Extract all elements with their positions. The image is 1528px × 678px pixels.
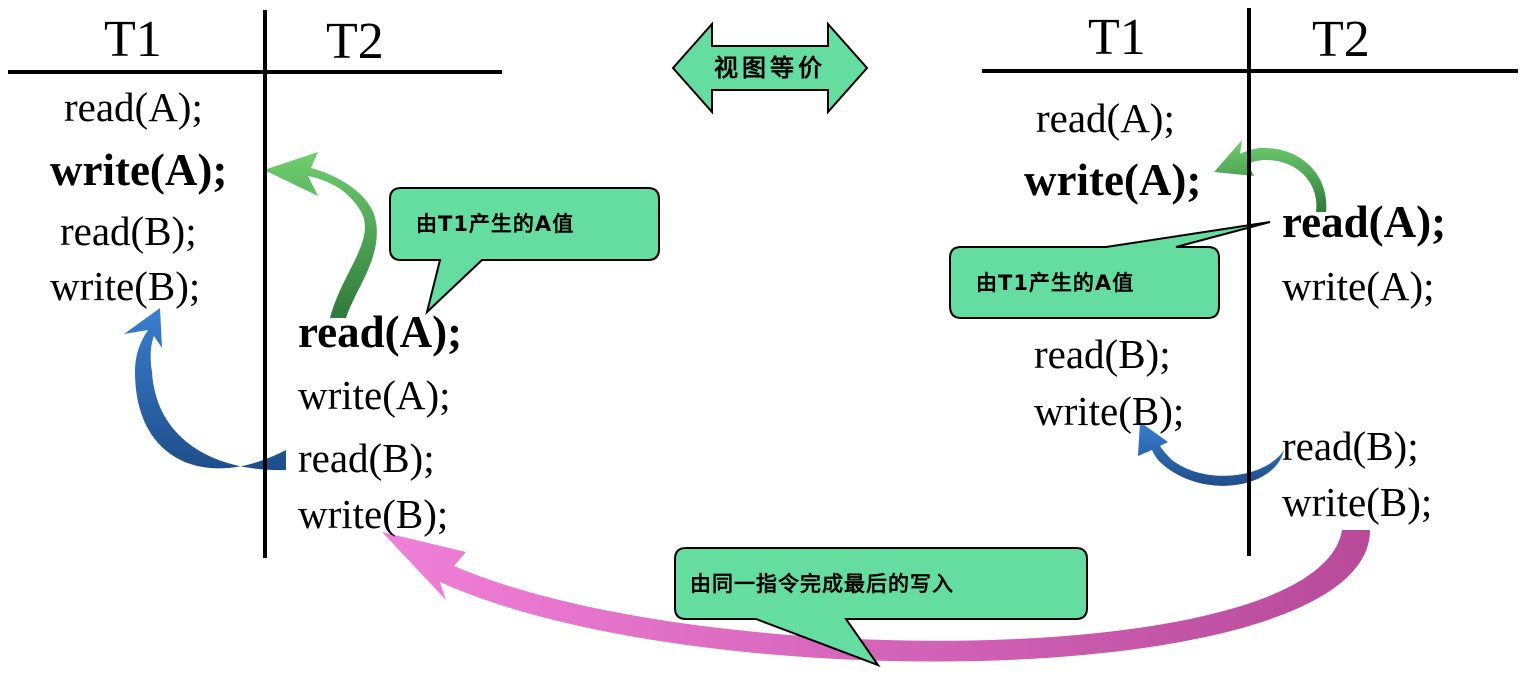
left-t1-op-read-b: read(B); bbox=[60, 208, 197, 254]
equivalence-label: 视图等价 bbox=[714, 54, 826, 82]
callout-shape-bottom bbox=[674, 547, 1088, 668]
callout-right-text: 由T1产生的A值 bbox=[976, 271, 1135, 295]
left-divider bbox=[263, 10, 267, 558]
callout-left-text: 由T1产生的A值 bbox=[416, 212, 575, 236]
left-t2-op-read-b: read(B); bbox=[298, 435, 435, 481]
double-arrow-shape bbox=[671, 21, 869, 115]
left-t2-op-write-a: write(A); bbox=[298, 372, 451, 418]
right-t1-op-write-a: write(A); bbox=[1024, 155, 1202, 205]
left-t1-op-write-b: write(B); bbox=[50, 263, 201, 309]
left-t2-header: T2 bbox=[326, 13, 384, 70]
right-t1-header: T1 bbox=[1088, 9, 1146, 66]
left-t2-op-read-a: read(A); bbox=[298, 307, 463, 357]
right-t2-op-write-a: write(A); bbox=[1282, 263, 1435, 309]
right-t2-op-read-b: read(B); bbox=[1282, 423, 1419, 469]
green-arrow-right bbox=[1214, 140, 1327, 212]
blue-arrow-left bbox=[124, 308, 286, 471]
right-t2-op-read-a: read(A); bbox=[1282, 197, 1447, 247]
blue-arrow-right bbox=[1138, 422, 1284, 486]
right-t2-header: T2 bbox=[1312, 11, 1370, 68]
right-t1-op-read-b: read(B); bbox=[1034, 331, 1171, 377]
right-t2-op-write-b: write(B); bbox=[1282, 479, 1433, 525]
callout-shape-left bbox=[389, 187, 660, 316]
left-t1-op-read-a: read(A); bbox=[64, 84, 203, 130]
left-t2-op-write-b: write(B); bbox=[298, 491, 449, 537]
pink-arrow bbox=[382, 530, 1370, 662]
callout-bottom-text: 由同一指令完成最后的写入 bbox=[690, 572, 954, 596]
callout-shape-right bbox=[949, 221, 1271, 319]
right-t1-op-write-b: write(B); bbox=[1034, 388, 1185, 434]
left-t1-header: T1 bbox=[104, 11, 162, 68]
right-divider bbox=[1247, 8, 1251, 556]
left-t1-op-write-a: write(A); bbox=[50, 145, 228, 195]
left-header-rule bbox=[8, 70, 502, 74]
right-t1-op-read-a: read(A); bbox=[1036, 95, 1175, 141]
green-arrow-left bbox=[264, 152, 377, 318]
